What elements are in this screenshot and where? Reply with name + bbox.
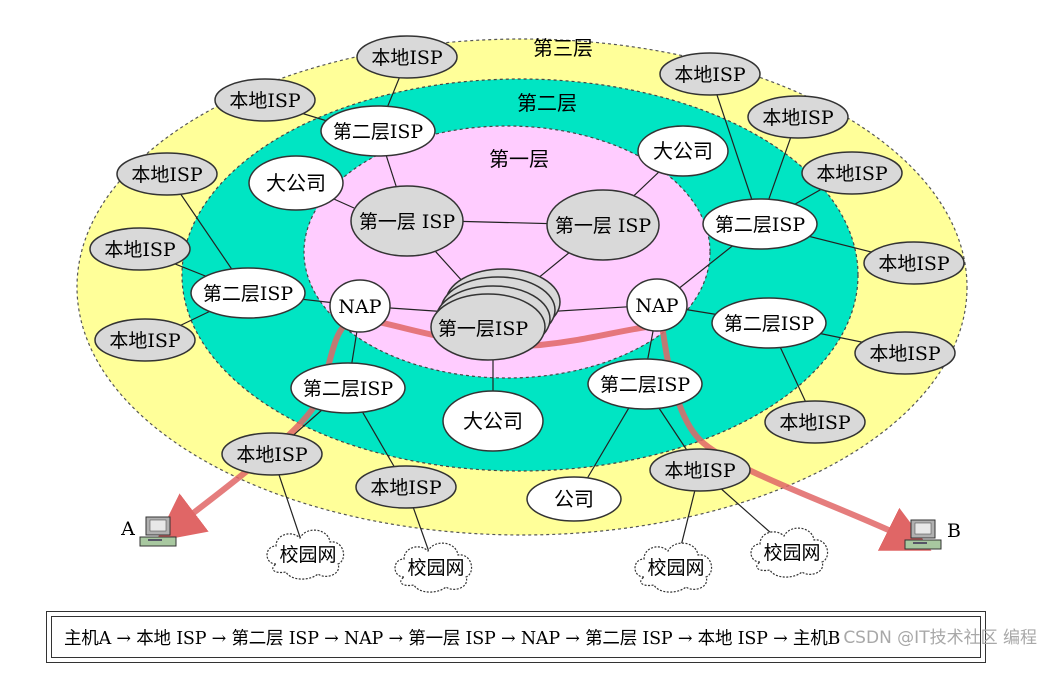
- host-a: A: [120, 516, 177, 547]
- nap-node: NAP: [626, 278, 688, 332]
- company-node: 公司: [526, 476, 622, 522]
- path-caption: 主机A → 本地 ISP → 第二层 ISP → NAP → 第一层 ISP →…: [64, 628, 841, 649]
- campus-net-cloud: 校园网: [266, 529, 345, 580]
- svg-text:本地ISP: 本地ISP: [779, 412, 851, 434]
- local-isp-node: 本地ISP: [116, 152, 218, 196]
- campus-net-cloud: 校园网: [750, 527, 829, 578]
- tier2-isp-node: 第二层ISP: [190, 267, 306, 319]
- tier3-label: 第三层: [533, 36, 593, 60]
- local-isp-node: 本地ISP: [356, 35, 458, 79]
- host-b: B: [904, 519, 961, 550]
- svg-text:第一层 ISP: 第一层 ISP: [555, 215, 652, 237]
- svg-text:校园网: 校园网: [407, 557, 464, 579]
- path-caption-inner: 主机A → 本地 ISP → 第二层 ISP → NAP → 第一层 ISP →…: [51, 616, 981, 658]
- svg-text:校园网: 校园网: [279, 544, 336, 566]
- tier1-isp-node: 第一层 ISP: [350, 185, 464, 257]
- big-company-node: 大公司: [442, 390, 544, 452]
- local-isp-node: 本地ISP: [747, 95, 849, 139]
- local-isp-nodes: 本地ISP 本地ISP 本地ISP 本地ISP 本地ISP 本地ISP 本地IS…: [89, 35, 965, 509]
- campus-net-cloud: 校园网: [634, 542, 713, 593]
- local-isp-node: 本地ISP: [221, 432, 323, 476]
- tier1-isp-stack: 第一层ISP: [430, 268, 561, 361]
- svg-text:本地ISP: 本地ISP: [816, 163, 888, 185]
- local-isp-node: 本地ISP: [355, 465, 457, 509]
- svg-text:第一层ISP: 第一层ISP: [438, 318, 529, 340]
- svg-text:本地ISP: 本地ISP: [236, 444, 308, 466]
- svg-text:大公司: 大公司: [463, 409, 523, 433]
- company-nodes: 大公司 大公司 大公司 公司: [248, 125, 729, 522]
- svg-text:本地ISP: 本地ISP: [371, 47, 443, 69]
- svg-text:本地ISP: 本地ISP: [109, 330, 181, 352]
- local-isp-node: 本地ISP: [214, 78, 316, 122]
- big-company-node: 大公司: [637, 125, 729, 177]
- nap-node: NAP: [329, 279, 391, 333]
- svg-text:第二层ISP: 第二层ISP: [203, 283, 294, 305]
- watermark: CSDN @IT技术社区 编程: [843, 628, 1037, 648]
- local-isp-node: 本地ISP: [94, 318, 196, 362]
- local-isp-node: 本地ISP: [854, 331, 956, 375]
- svg-text:第二层ISP: 第二层ISP: [600, 374, 691, 396]
- local-isp-node: 本地ISP: [764, 400, 866, 444]
- svg-text:第二层ISP: 第二层ISP: [724, 313, 815, 335]
- nap-nodes: NAP NAP: [329, 278, 688, 333]
- local-isp-node: 本地ISP: [801, 151, 903, 195]
- tier1-isp-node: 第一层 ISP: [546, 189, 660, 261]
- campus-net-nodes: 校园网 校园网 校园网 校园网: [266, 527, 829, 593]
- svg-text:第二层ISP: 第二层ISP: [303, 378, 394, 400]
- tier1-isp-nodes: 第一层 ISP 第一层 ISP 第一层ISP: [350, 185, 660, 361]
- tier2-isp-nodes: 第二层ISP 第二层ISP 第二层ISP 第二层ISP 第二层ISP 第二层IS…: [190, 105, 827, 414]
- tier2-isp-node: 第二层ISP: [702, 198, 818, 250]
- svg-text:本地ISP: 本地ISP: [370, 477, 442, 499]
- host-b-label: B: [947, 520, 961, 542]
- campus-net-cloud: 校园网: [394, 542, 473, 593]
- svg-text:大公司: 大公司: [653, 139, 713, 163]
- svg-text:本地ISP: 本地ISP: [674, 64, 746, 86]
- svg-text:第二层ISP: 第二层ISP: [715, 214, 806, 236]
- local-isp-node: 本地ISP: [89, 227, 191, 271]
- local-isp-node: 本地ISP: [649, 448, 751, 492]
- svg-text:第二层ISP: 第二层ISP: [333, 121, 424, 143]
- big-company-node: 大公司: [248, 155, 344, 211]
- svg-text:NAP: NAP: [338, 296, 381, 318]
- svg-text:NAP: NAP: [635, 295, 678, 317]
- svg-text:本地ISP: 本地ISP: [131, 164, 203, 186]
- computer-icon: [904, 519, 942, 550]
- svg-text:本地ISP: 本地ISP: [229, 90, 301, 112]
- svg-text:本地ISP: 本地ISP: [664, 460, 736, 482]
- svg-text:本地ISP: 本地ISP: [762, 107, 834, 129]
- svg-text:公司: 公司: [554, 487, 594, 511]
- svg-text:本地ISP: 本地ISP: [869, 343, 941, 365]
- tier2-isp-node: 第二层ISP: [320, 105, 436, 157]
- tier2-label: 第二层: [517, 91, 577, 115]
- local-isp-node: 本地ISP: [659, 52, 761, 96]
- svg-text:第一层 ISP: 第一层 ISP: [359, 211, 456, 233]
- tier2-isp-node: 第二层ISP: [587, 358, 703, 410]
- path-caption-box: 主机A → 本地 ISP → 第二层 ISP → NAP → 第一层 ISP →…: [46, 611, 986, 663]
- local-isp-node: 本地ISP: [863, 241, 965, 285]
- computer-icon: [139, 516, 177, 547]
- svg-text:校园网: 校园网: [647, 557, 704, 579]
- tier1-label: 第一层: [489, 147, 549, 171]
- svg-text:本地ISP: 本地ISP: [878, 253, 950, 275]
- host-a-label: A: [120, 518, 135, 540]
- tier2-isp-node: 第二层ISP: [290, 362, 406, 414]
- svg-text:校园网: 校园网: [763, 542, 820, 564]
- tier2-isp-node: 第二层ISP: [711, 297, 827, 349]
- svg-text:大公司: 大公司: [266, 171, 326, 195]
- svg-text:本地ISP: 本地ISP: [104, 239, 176, 261]
